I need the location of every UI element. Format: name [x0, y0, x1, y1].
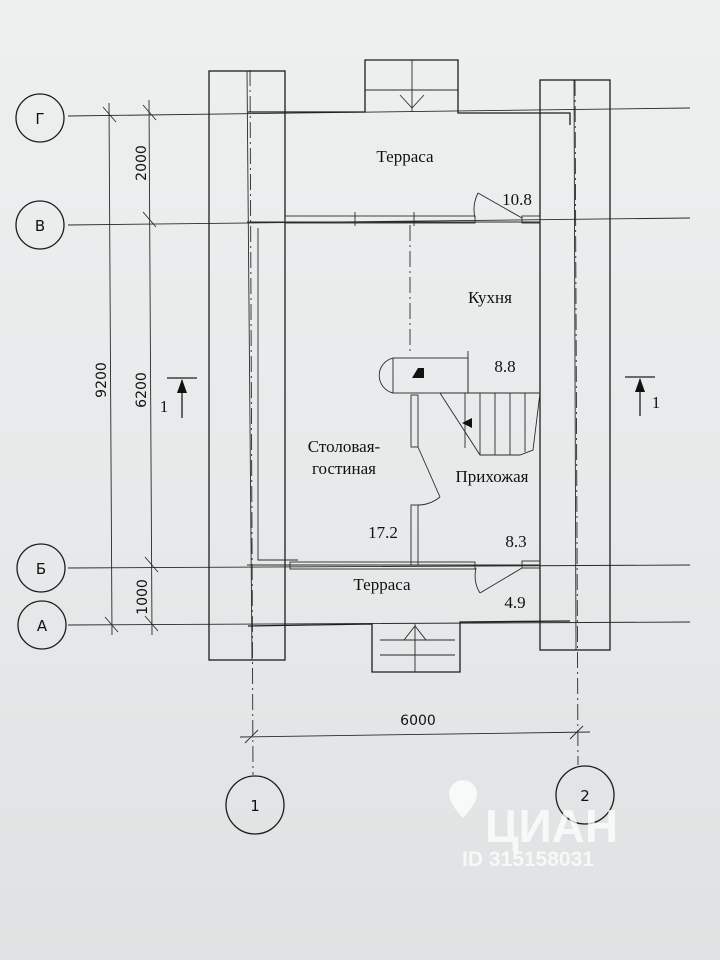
- dim-6200: 6200: [134, 372, 150, 408]
- room-area-terrace-bottom: 4.9: [504, 593, 525, 612]
- grid-axes-rows: [67, 107, 691, 626]
- room-label-kitchen: Кухня: [468, 288, 512, 307]
- dim-6000: 6000: [400, 713, 436, 729]
- svg-text:А: А: [37, 617, 48, 635]
- grid-axes-columns: [249, 69, 579, 776]
- room-area-dining: 17.2: [368, 523, 398, 542]
- section-mark-right: 1: [625, 376, 661, 416]
- svg-text:1: 1: [250, 797, 260, 815]
- axis-bubble-g: Г: [15, 93, 65, 143]
- svg-text:2: 2: [580, 787, 590, 805]
- location-pin-icon: [449, 780, 477, 818]
- room-label-hallway: Прихожая: [456, 467, 529, 486]
- room-label-dining-line1: Столовая-: [308, 437, 381, 456]
- axis-bubble-a: А: [17, 600, 67, 650]
- svg-text:Б: Б: [36, 560, 46, 578]
- room-label-terrace-top: Терраса: [376, 147, 434, 166]
- horizontal-dimension: 6000: [239, 713, 591, 744]
- dim-9200: 9200: [94, 362, 110, 398]
- svg-text:ЦИАН: ЦИАН: [485, 800, 618, 852]
- watermark: ЦИАН ID 315158031: [449, 780, 618, 871]
- svg-text:1: 1: [160, 397, 169, 416]
- room-area-hallway: 8.3: [505, 532, 526, 551]
- axis-bubble-b: Б: [16, 543, 66, 593]
- dim-1000: 1000: [135, 579, 151, 615]
- room-label-terrace-bottom: Терраса: [353, 575, 411, 594]
- left-beam: [208, 70, 286, 661]
- svg-text:ID 315158031: ID 315158031: [462, 848, 594, 871]
- svg-text:В: В: [35, 217, 45, 235]
- axis-bubble-v: В: [15, 200, 65, 250]
- svg-text:Г: Г: [35, 110, 44, 128]
- room-area-kitchen: 8.8: [494, 357, 515, 376]
- room-label-dining-line2: гостиная: [312, 459, 376, 478]
- vertical-dimensions: 9200 2000 6200 1000: [94, 99, 159, 636]
- room-area-terrace-top: 10.8: [502, 190, 532, 209]
- axis-bubble-1: 1: [225, 775, 285, 835]
- axis-bubble-2: 2: [555, 765, 615, 825]
- right-beam: [539, 79, 611, 651]
- svg-text:1: 1: [652, 393, 661, 412]
- walls: [247, 59, 571, 673]
- section-mark-left: 1: [160, 377, 197, 418]
- dim-2000: 2000: [134, 145, 150, 181]
